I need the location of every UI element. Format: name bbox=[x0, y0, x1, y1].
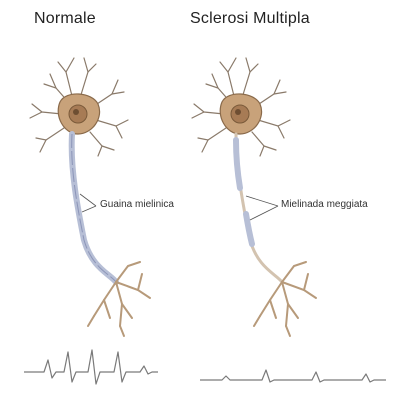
label-myelin-sheath: Guaina mielinica bbox=[100, 199, 174, 210]
left-neuron-icon bbox=[30, 58, 150, 336]
right-signal-icon bbox=[200, 370, 386, 382]
right-neuron-icon bbox=[192, 58, 316, 336]
left-signal-icon bbox=[24, 350, 158, 384]
label-damaged-myelin: Mielinada meggiata bbox=[281, 199, 368, 210]
